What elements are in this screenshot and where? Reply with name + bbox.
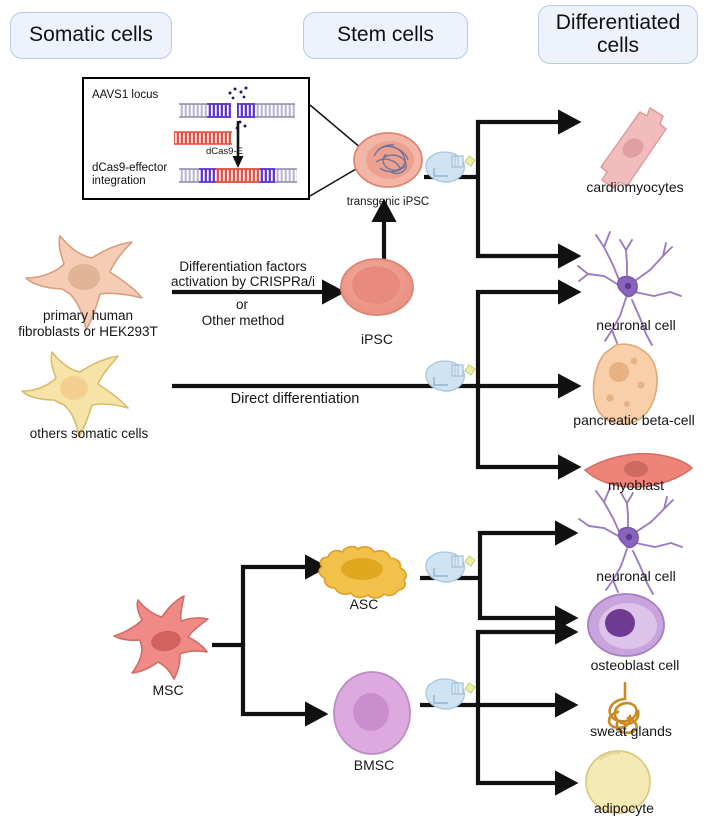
label-neuronal-cell-top: neuronal cell bbox=[596, 317, 676, 333]
arrow-transgenic-branch-up bbox=[475, 109, 582, 177]
cell-primary-fibroblast bbox=[25, 235, 143, 331]
dna-donor-cassette bbox=[174, 131, 232, 145]
label-reprogramming-or: or bbox=[235, 297, 248, 312]
integration-arrow-icon bbox=[232, 121, 244, 168]
label-reprogramming-line1: Differentiation factors bbox=[179, 259, 307, 274]
cell-transgenic-ipsc bbox=[353, 132, 423, 188]
arrow-direct-branch-down bbox=[475, 386, 582, 480]
cell-pancreatic-beta bbox=[592, 343, 658, 425]
cas9-protein-icon-3 bbox=[425, 551, 476, 583]
label-asc: ASC bbox=[349, 596, 379, 612]
label-reprogramming-line2: activation by CRISPRa/i bbox=[170, 274, 316, 289]
header-pill-stem-cells: Stem cells bbox=[303, 12, 468, 59]
header-pill-somatic-cells: Somatic cells bbox=[10, 12, 172, 59]
label-bmsc: BMSC bbox=[353, 757, 395, 773]
dna-aavs1-locus bbox=[179, 103, 295, 118]
chromatin-icon bbox=[373, 144, 409, 175]
label-myoblast: myoblast bbox=[607, 477, 665, 493]
arrow-transgenic-branch-down bbox=[475, 177, 582, 269]
cell-neuronal-bottom bbox=[578, 487, 683, 595]
header-label-somatic: Somatic cells bbox=[29, 23, 153, 47]
arrow-bmsc-to-adipocyte bbox=[475, 705, 579, 796]
label-neuronal-cell-bottom: neuronal cell bbox=[596, 568, 676, 584]
label-pancreatic-beta-cell: pancreatic beta-cell bbox=[573, 412, 695, 428]
header-label-stem: Stem cells bbox=[337, 23, 434, 47]
cell-myoblast bbox=[583, 452, 694, 488]
cell-cardiomyocyte bbox=[600, 107, 667, 189]
arrow-direct-branch-up bbox=[475, 279, 582, 386]
inset-label-aavs1-locus: AAVS1 locus bbox=[92, 89, 159, 101]
label-transgenic-ipsc: transgenic iPSC bbox=[346, 196, 430, 208]
label-adipocyte: adipocyte bbox=[594, 800, 654, 816]
label-sweat-glands: sweat glands bbox=[590, 723, 672, 739]
label-cardiomyocytes: cardiomyocytes bbox=[586, 179, 684, 195]
cas9-protein-icon-2 bbox=[425, 360, 476, 392]
cell-neuronal-top bbox=[577, 231, 682, 346]
dna-integrated-locus bbox=[179, 168, 297, 183]
cell-sweat-glands bbox=[607, 681, 640, 735]
inset-label-dcas9-e-donor: dCas9-E bbox=[206, 146, 243, 157]
arrow-bmsc-to-osteoblast bbox=[475, 619, 579, 705]
label-direct-differentiation: Direct differentiation bbox=[230, 391, 360, 407]
header-pill-differentiated-cells: Differentiated cells bbox=[538, 5, 698, 64]
inset-dna-graphics bbox=[174, 86, 297, 183]
cell-ipsc bbox=[340, 258, 414, 316]
cas9-protein-icon-4 bbox=[425, 678, 476, 710]
inset-label-dcas9-effector-integration: dCas9-effector integration bbox=[92, 162, 168, 188]
label-ipsc: iPSC bbox=[361, 331, 393, 347]
cas9-protein-icon-1 bbox=[425, 151, 476, 183]
label-osteoblast-cell: osteoblast cell bbox=[590, 657, 680, 673]
cell-asc bbox=[318, 545, 407, 599]
arrow-asc-to-neuronal bbox=[477, 520, 579, 578]
arrow-asc-to-osteoblast bbox=[477, 578, 579, 631]
label-primary-fibroblast: primary human fibroblasts or HEK293T bbox=[18, 308, 158, 339]
label-other-somatic: others somatic cells bbox=[29, 426, 149, 441]
cell-other-somatic bbox=[21, 351, 129, 438]
arrow-msc-to-bmsc bbox=[240, 645, 329, 727]
label-reprogramming-other-method: Other method bbox=[201, 313, 285, 328]
cell-osteoblast bbox=[587, 593, 665, 657]
arrow-msc-to-asc bbox=[240, 554, 329, 645]
cell-adipocyte bbox=[585, 750, 651, 814]
header-label-differentiated: Differentiated cells bbox=[555, 10, 681, 57]
cell-bmsc bbox=[333, 671, 411, 755]
cell-msc bbox=[113, 595, 209, 680]
label-msc: MSC bbox=[152, 682, 184, 698]
aavs1-integration-inset: AAVS1 locus dCas9-effector integration d… bbox=[82, 77, 310, 200]
